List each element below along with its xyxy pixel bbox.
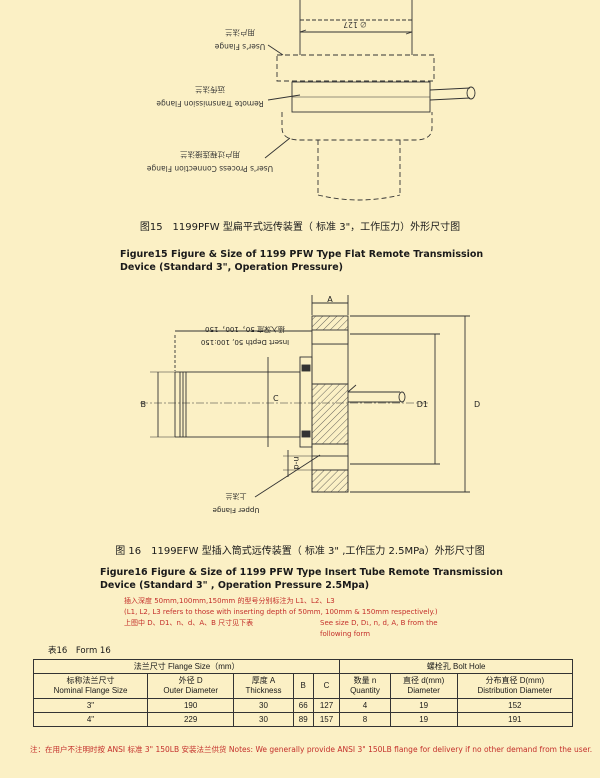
dim-c-label: C [273,394,279,403]
users-flange-en: User's Flange [214,42,265,51]
figure16-caption-cn: 图 16 1199EFW 型插入筒式远传装置（ 标准 3" ,工作压力 2.5M… [115,546,485,557]
figure16-notes: 插入深度 50mm,100mm,150mm 的型号分别标注为 L1、L2、L3 … [124,596,438,638]
process-flange-cn: 用户过程连接法兰 [180,150,240,160]
note-en-2: See size D, D₁, n, d, A, B from the foll… [320,619,438,638]
remote-flange-en: Remote Transmission Flange [156,99,264,108]
note-en-1: (L1, L2, L3 refers to those with inserti… [124,608,438,616]
figure15-caption-cn: 图15 1199PFW 型扁平式远传装置（ 标准 3"，工作压力）外形尺寸图 [139,222,461,233]
footnote: 注：在用户不注明时按 ANSI 标准 3" 150LB 安装法兰供货 Notes… [30,745,593,754]
figure16-drawing: A D D1 C B n-d 插入深度 50，100，150 Insert De… [140,295,480,514]
table-row: 4" 229 30 89 157 8 19 191 [33,712,574,727]
group-flange-header: 法兰尺寸 Flange Size（mm） [32,659,341,674]
header-c: C [312,673,341,699]
dim-d1-label: D1 [417,400,428,409]
figure16-title-en-line2: Device (Standard 3" , Operation Pressure… [100,580,370,591]
figure15-title-en-line1: Figure15 Figure & Size of 1199 PFW Type … [120,249,484,260]
dim-b-label: B [141,400,147,409]
group-bolt-header: 螺栓孔 Bolt Hole [339,659,573,674]
table-row: 3" 190 30 66 127 4 19 152 [33,698,574,713]
header-b: B [292,673,314,699]
users-flange-cn: 用户法兰 [225,28,255,38]
figure15-drawing: ∅ 127 用户法兰 User's Flange 远传法兰 Remote Tra… [147,0,476,201]
dim-a-label: A [327,295,333,304]
process-flange-en: User's Process Connection Flange [147,164,274,173]
header-diameter: 直径 d(mm)Diameter [389,673,458,699]
figure15-title-en-line2: Device (Standard 3", Operation Pressure) [120,262,343,273]
note-cn-2: 上图中 D、D1、n、d、A、B 尺寸见下表 [124,619,254,627]
figure15-title-en: Figure15 Figure & Size of 1199 PFW Type … [120,248,483,274]
figure16-title-en: Figure16 Figure & Size of 1199 PFW Type … [100,566,503,592]
note-cn-1: 插入深度 50mm,100mm,150mm 的型号分别标注为 L1、L2、L3 [124,597,335,605]
insert-depth-cn: 插入深度 50，100，150 [205,325,285,334]
figure16-title-en-line1: Figure16 Figure & Size of 1199 PFW Type … [100,567,503,578]
dim-d-label: D [474,400,480,409]
insert-depth-en: Insert Depth 50, 100:150 [201,338,289,346]
dim-nd-label: n-d [292,456,301,469]
table-caption: 表16 Form 16 [48,646,111,656]
remote-flange-cn: 远传法兰 [195,85,225,95]
fig15-diameter-label: ∅ 127 [343,20,366,29]
upper-flange-cn: 上法兰 [226,492,247,501]
upper-flange-en: Upper Flange [213,506,260,514]
flange-size-table: 法兰尺寸 Flange Size（mm） 螺栓孔 Bolt Hole 标称法兰尺… [32,659,574,727]
header-distribution: 分布直径 D(mm)Distribution Diameter [456,673,574,699]
